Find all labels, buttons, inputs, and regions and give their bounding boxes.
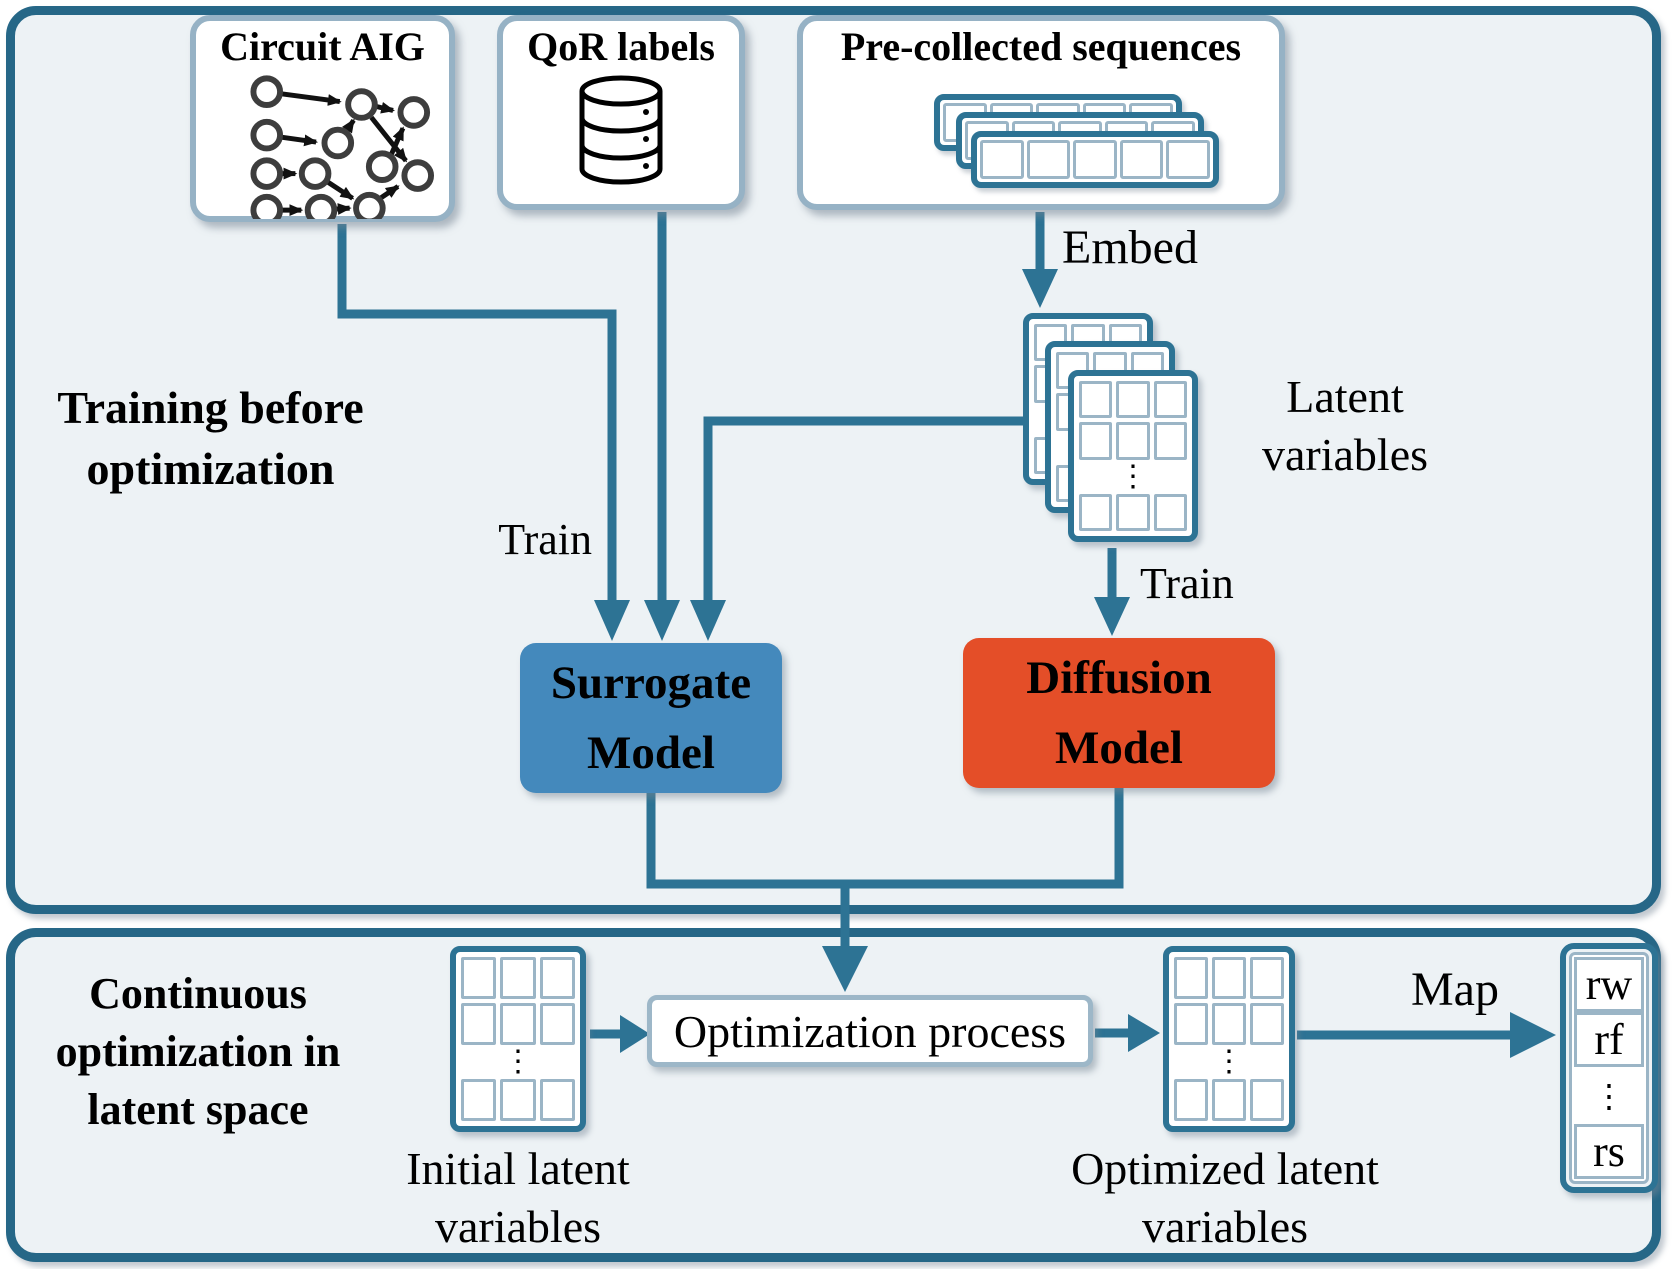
continuous-optimization-label: Continuous optimization in latent space — [55, 969, 341, 1135]
optimization-process-box: Optimization process — [647, 995, 1093, 1067]
qor-labels-title: QoR labels — [527, 24, 715, 69]
latent-grid-front: ⋮ — [1068, 370, 1198, 542]
initial-latent-label: Initial latent variables — [406, 1143, 630, 1252]
circuit-aig-box: Circuit AIG — [190, 15, 455, 222]
sequence-cell-rf: rf — [1574, 1012, 1644, 1067]
optimized-latent-grid: ⋮ — [1163, 946, 1295, 1132]
sequence-cell-rs: rs — [1574, 1124, 1644, 1179]
sequence-cell-rw: rw — [1574, 957, 1644, 1012]
circuit-aig-title: Circuit AIG — [220, 24, 425, 69]
embed-label: Embed — [1062, 221, 1198, 274]
latent-variables-label: Latent variables — [1261, 371, 1429, 480]
ellipsis: ⋮ — [502, 1045, 533, 1078]
map-label: Map — [1411, 963, 1499, 1016]
sequences-title: Pre-collected sequences — [840, 24, 1242, 69]
optimized-latent-label: Optimized latent variables — [1071, 1143, 1379, 1252]
mapped-sequence-column: rw rf ⋮ rs — [1560, 943, 1658, 1193]
aig-graph-icon — [196, 69, 449, 219]
train-diffusion-label: Train — [1140, 559, 1234, 608]
ellipsis: ⋮ — [1214, 1045, 1244, 1078]
qor-labels-box: QoR labels — [497, 15, 745, 210]
surrogate-model-box: Surrogate Model — [520, 643, 782, 793]
ellipsis: ⋮ — [1117, 459, 1148, 493]
diffusion-model-box: Diffusion Model — [963, 638, 1275, 788]
train-surrogate-label: Train — [498, 515, 592, 564]
ellipsis: ⋮ — [1593, 1077, 1625, 1114]
pre-collected-sequences-box: Pre-collected sequences — [797, 15, 1285, 210]
training-section-label: Training before optimization — [57, 382, 364, 494]
sequence-strip — [971, 131, 1219, 188]
database-icon — [503, 75, 739, 187]
initial-latent-grid: ⋮ — [450, 946, 586, 1132]
